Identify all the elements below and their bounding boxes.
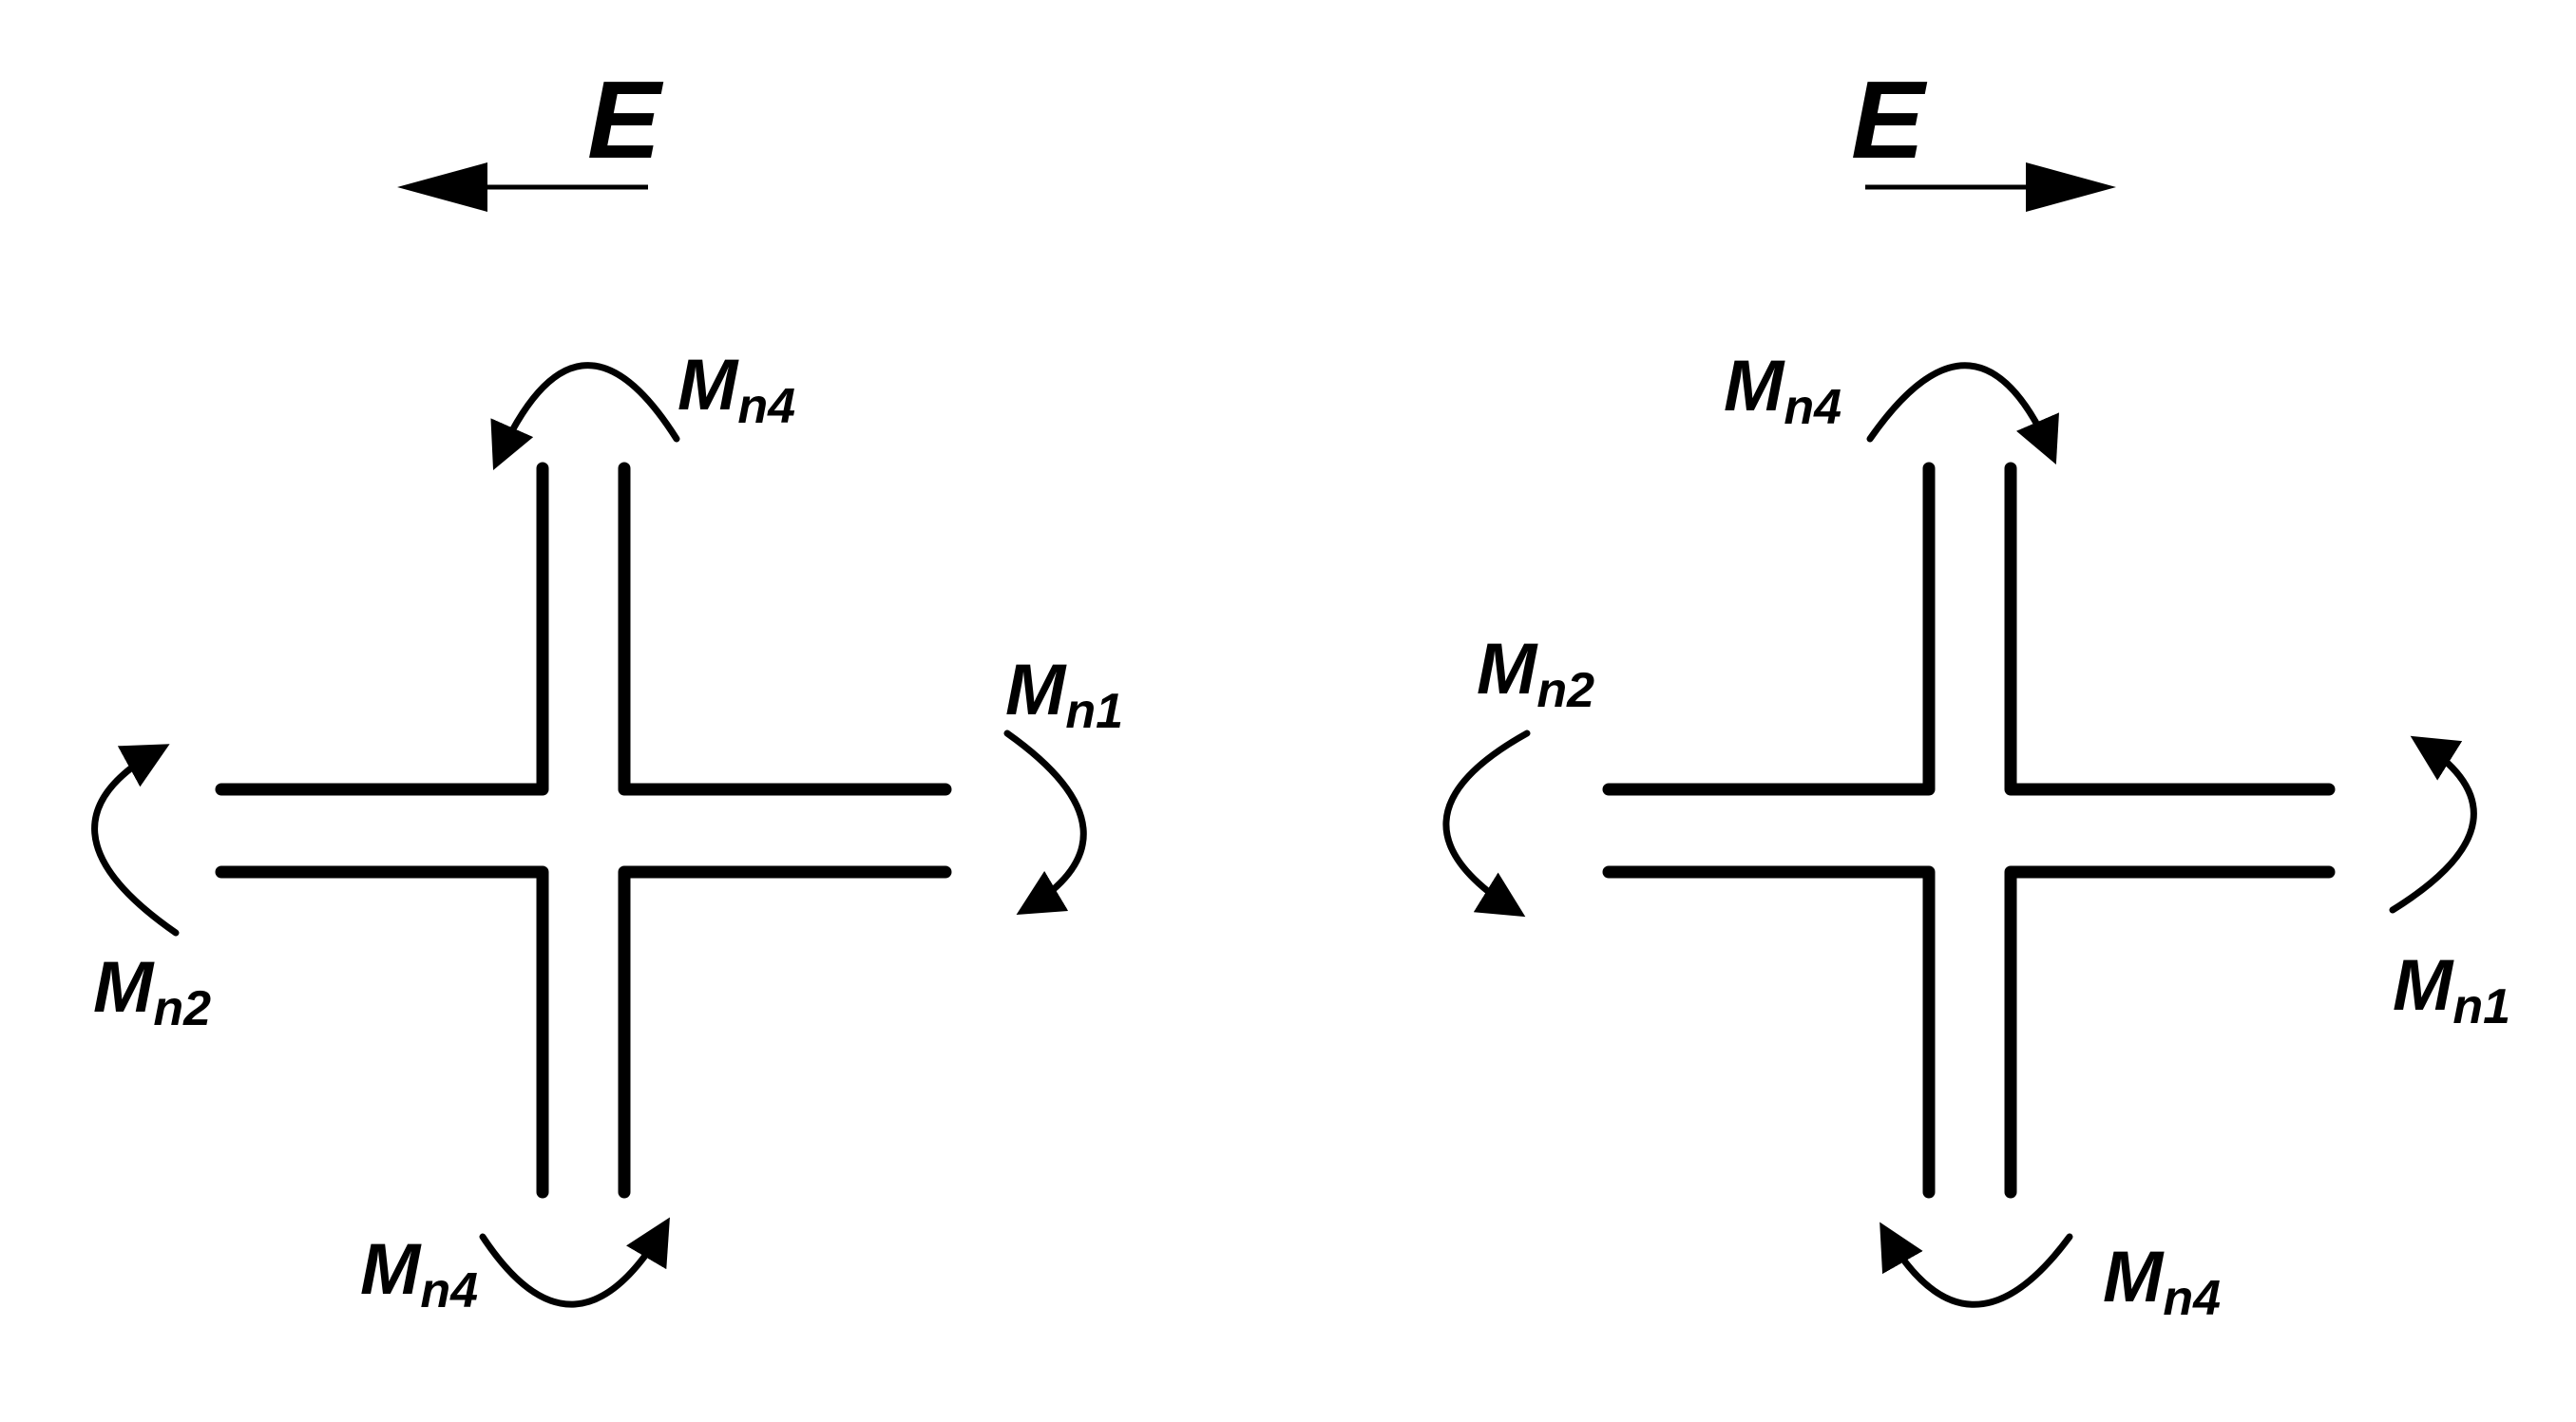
moment-arc-left-cw-icon bbox=[91, 744, 180, 937]
moment-arc-left-ccw-icon bbox=[1442, 730, 1531, 918]
member-elbow-top-left bbox=[215, 462, 549, 796]
moment-label-left: Mn2 bbox=[1477, 629, 1594, 718]
left-joint-diagram: E Mn4 Mn1 Mn2 bbox=[91, 58, 1123, 1318]
moment-arc-bottom-ccw-icon bbox=[479, 1217, 670, 1308]
moment-label-right: Mn1 bbox=[1005, 650, 1123, 739]
member-elbow-bottom-left bbox=[215, 865, 549, 1199]
member-elbow-top-right bbox=[618, 462, 952, 796]
load-arrow-head-right-icon bbox=[2026, 162, 2116, 212]
load-label: E bbox=[1851, 58, 1928, 181]
left-joint-moment-labels: Mn4 Mn1 Mn2 Mn4 bbox=[93, 345, 1123, 1318]
left-load-annotation: E bbox=[397, 58, 664, 212]
member-elbow-bottom-right bbox=[618, 865, 952, 1199]
member-elbow-bottom-right bbox=[2004, 865, 2336, 1199]
moment-label-bottom: Mn4 bbox=[360, 1229, 478, 1318]
moment-label-top: Mn4 bbox=[677, 345, 795, 434]
right-joint-members bbox=[1602, 462, 2336, 1199]
moment-label-right: Mn1 bbox=[2393, 945, 2510, 1034]
left-joint-members bbox=[215, 462, 952, 1199]
load-label: E bbox=[587, 58, 664, 181]
left-joint-moment-arcs bbox=[91, 362, 1087, 1308]
moment-arc-bottom-cw-icon bbox=[1880, 1222, 2073, 1308]
right-joint-moment-labels: Mn4 Mn1 Mn2 Mn4 bbox=[1477, 346, 2510, 1326]
moment-label-bottom: Mn4 bbox=[2103, 1237, 2221, 1326]
moment-arc-top-ccw-icon bbox=[490, 362, 680, 470]
moment-label-top: Mn4 bbox=[1724, 346, 1841, 435]
right-joint-diagram: E Mn4 Mn1 Mn2 bbox=[1442, 58, 2510, 1326]
moment-label-left: Mn2 bbox=[93, 947, 211, 1036]
member-elbow-bottom-left bbox=[1602, 865, 1936, 1199]
right-joint-moment-arcs bbox=[1442, 362, 2477, 1308]
load-arrow-head-left-icon bbox=[397, 162, 487, 212]
moment-arc-top-cw-icon bbox=[1866, 362, 2059, 465]
member-elbow-top-left bbox=[1602, 462, 1936, 796]
member-elbow-top-right bbox=[2004, 462, 2336, 796]
moment-arc-right-cw-icon bbox=[1003, 730, 1087, 916]
right-load-annotation: E bbox=[1851, 58, 2116, 212]
moment-arc-right-ccw-icon bbox=[2389, 735, 2477, 914]
